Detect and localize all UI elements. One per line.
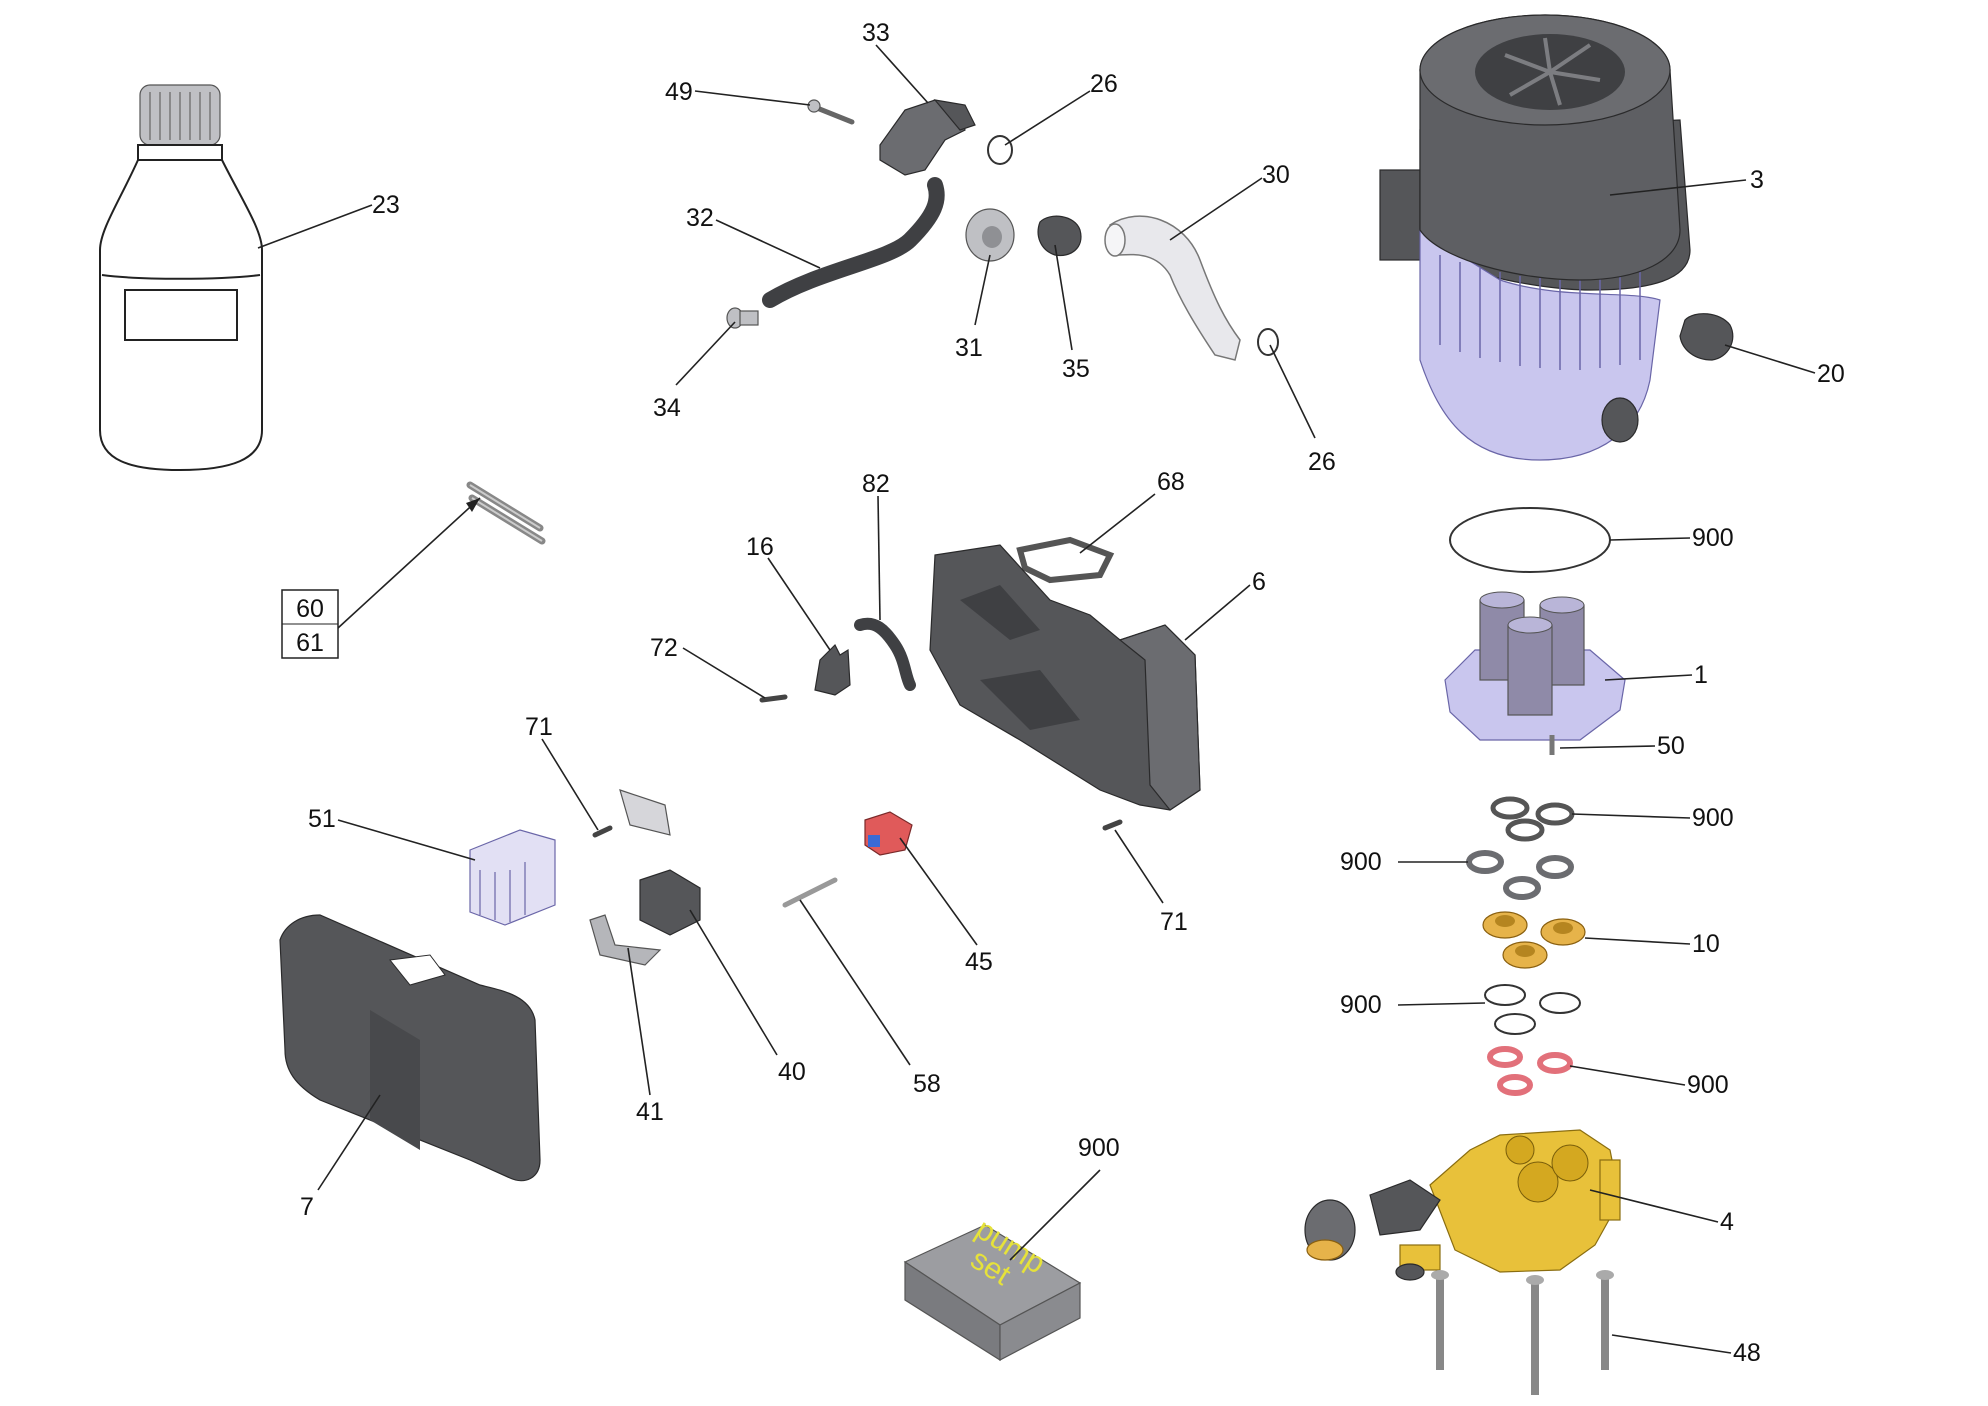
callout-34: 34	[653, 394, 681, 422]
leader-lines	[257, 44, 1816, 1354]
callout-35: 35	[1062, 355, 1090, 383]
part-4-pump-housing	[1304, 1129, 1621, 1281]
callout-58: 58	[913, 1070, 941, 1098]
callout-23: 23	[372, 191, 400, 219]
callout-900-clips: 900	[1692, 804, 1734, 832]
callout-40: 40	[778, 1058, 806, 1086]
part-68-gasket	[1016, 536, 1115, 584]
part-900-large-o-ring	[1449, 507, 1611, 573]
part-72-screw	[759, 694, 788, 703]
callout-box-60-61: 60 61	[281, 589, 339, 659]
callout-32: 32	[686, 204, 714, 232]
callout-50: 50	[1657, 732, 1685, 760]
part-58-rod	[782, 877, 838, 908]
part-49-screw	[807, 99, 855, 125]
callout-900-red: 900	[1687, 1071, 1729, 1099]
part-41-switch-bracket	[589, 914, 662, 966]
part-1-piston-plate	[1444, 591, 1626, 741]
callout-7: 7	[300, 1193, 314, 1221]
part-900-red-seals	[1487, 1046, 1573, 1096]
callout-4: 4	[1720, 1208, 1734, 1236]
part-45-connector	[864, 811, 913, 856]
part-71-screw-left	[592, 825, 613, 838]
part-35-sleeve	[1037, 215, 1082, 257]
part-7-front-cover	[279, 914, 541, 1182]
callout-30: 30	[1262, 161, 1290, 189]
part-16-bracket	[814, 643, 851, 696]
callout-labels: 23 33 49 26 30 32 31 35 34 26 3 20 900 1…	[300, 19, 1845, 1367]
part-26-o-ring-bottom	[1257, 328, 1279, 356]
callout-900-o-rings: 900	[1340, 991, 1382, 1019]
callout-60: 60	[296, 595, 324, 623]
part-40-switch	[639, 869, 701, 936]
callout-48: 48	[1733, 1339, 1761, 1367]
callout-900-kit: 900	[1078, 1134, 1120, 1162]
callout-10: 10	[1692, 930, 1720, 958]
part-900-small-o-rings	[1484, 984, 1581, 1035]
plate-bracket	[619, 789, 671, 836]
part-33-bracket	[879, 99, 976, 176]
pump-set-box: pump set	[903, 1213, 1082, 1362]
part-34-fitting	[726, 307, 759, 329]
callout-68: 68	[1157, 468, 1185, 496]
callout-3: 3	[1750, 166, 1764, 194]
part-3-motor	[1379, 14, 1691, 461]
callout-72: 72	[650, 634, 678, 662]
callout-49: 49	[665, 78, 693, 106]
callout-26-bottom: 26	[1308, 448, 1336, 476]
part-82-cable	[854, 617, 916, 691]
callout-900-seals: 900	[1340, 848, 1382, 876]
part-31-cap	[965, 208, 1015, 262]
part-6-rear-housing	[929, 544, 1201, 811]
part-20-cap	[1679, 313, 1734, 361]
callout-1: 1	[1694, 661, 1708, 689]
callout-71-right: 71	[1160, 908, 1188, 936]
part-60-61-rods	[466, 481, 546, 545]
callout-41: 41	[636, 1098, 664, 1126]
callout-33: 33	[862, 19, 890, 47]
callout-20: 20	[1817, 360, 1845, 388]
part-51-contactor	[469, 829, 556, 926]
callout-82: 82	[862, 470, 890, 498]
callout-26-top: 26	[1090, 70, 1118, 98]
part-26-o-ring-top	[987, 135, 1013, 165]
callout-31: 31	[955, 334, 983, 362]
callout-45: 45	[965, 948, 993, 976]
callout-61: 61	[296, 629, 324, 657]
callout-16: 16	[746, 533, 774, 561]
part-23-oil-bottle	[99, 84, 263, 472]
part-30-elbow-pipe	[1104, 215, 1241, 361]
part-71-screw-right	[1102, 819, 1123, 831]
callout-71-left: 71	[525, 713, 553, 741]
part-48-bolts	[1431, 1270, 1614, 1395]
callout-6: 6	[1252, 568, 1266, 596]
callout-51: 51	[308, 805, 336, 833]
part-10-brass-guides	[1482, 911, 1586, 969]
callout-900-ring: 900	[1692, 524, 1734, 552]
part-900-valve-seals	[1466, 796, 1575, 900]
part-32-hose	[762, 177, 945, 308]
